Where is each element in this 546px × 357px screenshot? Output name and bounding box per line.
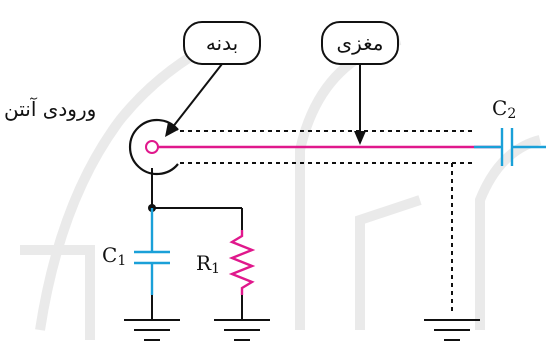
background-illustration [20, 35, 542, 340]
coax-shield [180, 130, 475, 315]
ground-symbol-c1 [124, 295, 180, 341]
r1-label: R1 [196, 251, 220, 277]
body-callout-label: بدنه [206, 31, 238, 55]
ground-symbol-shield [424, 319, 480, 341]
core-callout-label: مغزی [336, 31, 383, 55]
core-callout: مغزی [321, 21, 399, 145]
antenna-input-label: ورودی آنتن [4, 96, 96, 121]
body-callout: بدنه [165, 21, 261, 137]
antenna-connector [129, 118, 179, 176]
ground-symbol-r1 [214, 295, 270, 341]
c1-label: C1 [102, 243, 126, 269]
capacitor-c1 [134, 208, 170, 295]
resistor-r1 [228, 230, 256, 295]
c2-label: C2 [492, 96, 516, 122]
capacitor-c2 [474, 128, 546, 166]
ground-wire [151, 168, 243, 230]
